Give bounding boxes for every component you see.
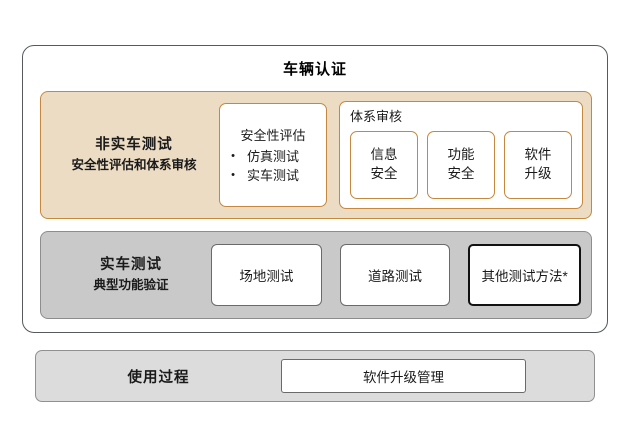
bullet-icon: • [231, 169, 235, 182]
real-vehicle-test-label-sub: 典型功能验证 [93, 278, 169, 293]
real-vehicle-test-box-road-test[interactable]: 道路测试 [339, 244, 451, 306]
list-item: • 仿真测试 [224, 147, 322, 167]
list-item: • 实车测试 [224, 166, 322, 186]
system-audit-title: 体系审核 [350, 109, 403, 124]
usage-process-bar: 使用过程 软件升级管理 [35, 350, 595, 402]
system-audit-group: 体系审核 信息 安全 功能 安全 软件 升级 [339, 101, 583, 209]
safety-assessment-title: 安全性评估 [240, 127, 306, 143]
real-vehicle-test-box-other-methods[interactable]: 其他测试方法* [468, 244, 582, 306]
real-vehicle-test-band: 实车测试 典型功能验证 场地测试 道路测试 其他测试方法* [40, 231, 592, 319]
system-audit-box-functional-safety[interactable]: 功能 安全 [427, 130, 495, 199]
non-real-vehicle-test-label-sub: 安全性评估和体系审核 [71, 158, 197, 173]
real-vehicle-test-items: 场地测试 道路测试 其他测试方法* [211, 244, 582, 306]
safety-assessment-item-label: 实车测试 [247, 168, 300, 183]
real-vehicle-test-label-main: 实车测试 [100, 257, 162, 274]
system-audit-items: 信息 安全 功能 安全 软件 升级 [350, 127, 572, 202]
non-real-vehicle-test-label-main: 非实车测试 [95, 137, 173, 154]
system-audit-box-software-upgrade[interactable]: 软件 升级 [504, 130, 572, 199]
safety-assessment-item-label: 仿真测试 [247, 148, 300, 164]
non-real-vehicle-test-band: 非实车测试 安全性评估和体系审核 安全性评估 • 仿真测试 • 实车测试 体系审… [40, 91, 592, 219]
system-audit-box-information-security[interactable]: 信息 安全 [350, 130, 418, 199]
vehicle-certification-card: 车辆认证 非实车测试 安全性评估和体系审核 安全性评估 • 仿真测试 • 实车测… [22, 45, 608, 333]
usage-process-label: 使用过程 [127, 369, 190, 386]
usage-process-box-software-upgrade-management[interactable]: 软件升级管理 [281, 359, 526, 393]
real-vehicle-test-label: 实车测试 典型功能验证 [51, 255, 211, 294]
bottom-caption [28, 417, 588, 425]
real-vehicle-test-box-field-test[interactable]: 场地测试 [211, 244, 322, 306]
safety-assessment-box[interactable]: 安全性评估 • 仿真测试 • 实车测试 [219, 103, 327, 207]
bullet-icon: • [231, 149, 235, 162]
non-real-vehicle-test-label: 非实车测试 安全性评估和体系审核 [49, 135, 219, 174]
diagram-title: 车辆认证 [282, 61, 347, 78]
